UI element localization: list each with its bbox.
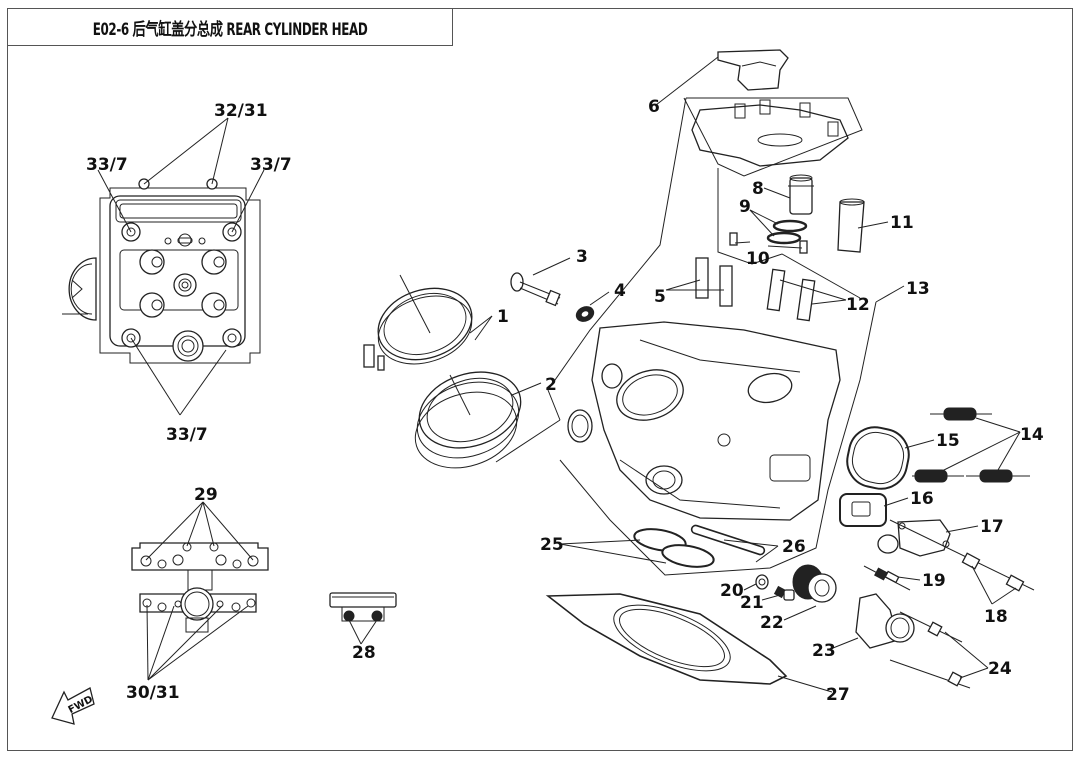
callout-33-7-left: 33/7	[86, 155, 128, 175]
cylinder-head-body	[567, 321, 841, 521]
part-10-dowels	[729, 232, 808, 254]
callout-26: 26	[782, 537, 806, 557]
leaders-5-12	[665, 279, 905, 305]
part-27-head-gasket	[545, 593, 833, 693]
leaders-cam-holder	[145, 501, 254, 681]
callout-15: 15	[936, 431, 960, 451]
callout-5: 5	[654, 287, 666, 307]
cylinder-head-top-view	[62, 178, 261, 364]
callout-19: 19	[922, 571, 946, 591]
part-6-cover	[717, 49, 789, 91]
callout-24: 24	[988, 659, 1012, 679]
part-20-washer	[743, 574, 769, 591]
part-12-valve-guides	[766, 268, 816, 322]
part-14-studs	[912, 407, 1030, 483]
callout-8: 8	[752, 179, 764, 199]
callout-11: 11	[890, 213, 914, 233]
part-2-intake-joint	[414, 371, 522, 469]
title-block: E02-6 后气缸盖分总成 REAR CYLINDER HEAD	[7, 8, 453, 46]
callout-14: 14	[1020, 425, 1044, 445]
leaders-3-4	[532, 257, 610, 306]
part-21-bolt	[761, 585, 795, 601]
part-1-clamp	[363, 287, 473, 371]
leaders-1-2	[399, 274, 561, 463]
callout-25: 25	[540, 535, 564, 555]
callout-27: 27	[826, 685, 850, 705]
rocker-holder	[691, 99, 849, 167]
callout-18: 18	[984, 607, 1008, 627]
callout-13: 13	[906, 279, 930, 299]
callout-30-31: 30/31	[126, 683, 180, 703]
part-22-thermostat	[783, 564, 837, 621]
callout-1: 1	[497, 307, 509, 327]
drawing-frame	[7, 8, 1073, 751]
part-18-bolts	[889, 519, 1035, 605]
callout-32-31: 32/31	[214, 101, 268, 121]
part-9-o-rings	[766, 219, 808, 245]
callout-6: 6	[648, 97, 660, 117]
callout-21: 21	[740, 593, 764, 613]
part-24-bolts	[889, 611, 989, 689]
part-4-valve-seal	[575, 306, 595, 322]
callout-labels: 1 2 3 4 5 6 8 9 10 11 12 13 14 15 16 17 …	[86, 97, 1044, 705]
callout-2: 2	[545, 375, 557, 395]
part-26-rings	[690, 524, 779, 563]
group-bracket-head	[547, 97, 877, 576]
leaders-top-view	[97, 117, 265, 416]
part-15-gasket	[846, 426, 935, 490]
callout-16: 16	[910, 489, 934, 509]
part-19-sensor	[863, 565, 921, 591]
part-11-cylinder-sleeve	[837, 198, 865, 253]
part-16-gasket	[839, 493, 909, 527]
part-17-water-outlet	[877, 519, 979, 557]
part-3-valve	[510, 272, 561, 307]
callout-28: 28	[352, 643, 376, 663]
callout-23: 23	[812, 641, 836, 661]
fwd-arrow-icon: FWD	[51, 687, 95, 725]
callout-33-7-right: 33/7	[250, 155, 292, 175]
callout-17: 17	[980, 517, 1004, 537]
part-5-valve-guides	[695, 257, 733, 307]
group-bracket-13	[717, 168, 861, 299]
callout-10: 10	[746, 249, 770, 269]
camshaft-holder	[131, 542, 269, 633]
callout-12: 12	[846, 295, 870, 315]
part-25-rings	[559, 528, 715, 568]
callout-22: 22	[760, 613, 784, 633]
callout-20: 20	[720, 581, 744, 601]
group-bracket-rocker	[683, 97, 863, 177]
part-8-lifter	[788, 174, 814, 215]
part-28-bracket	[329, 592, 397, 645]
part-23-thermostat-housing	[827, 593, 915, 651]
callout-9: 9	[739, 197, 751, 217]
leaders-8-11	[734, 187, 889, 249]
diagram-title: E02-6 后气缸盖分总成 REAR CYLINDER HEAD	[92, 19, 368, 40]
callout-4: 4	[614, 281, 626, 301]
callout-29: 29	[194, 485, 218, 505]
callout-3: 3	[576, 247, 588, 267]
callout-33-7-bottom: 33/7	[166, 425, 208, 445]
